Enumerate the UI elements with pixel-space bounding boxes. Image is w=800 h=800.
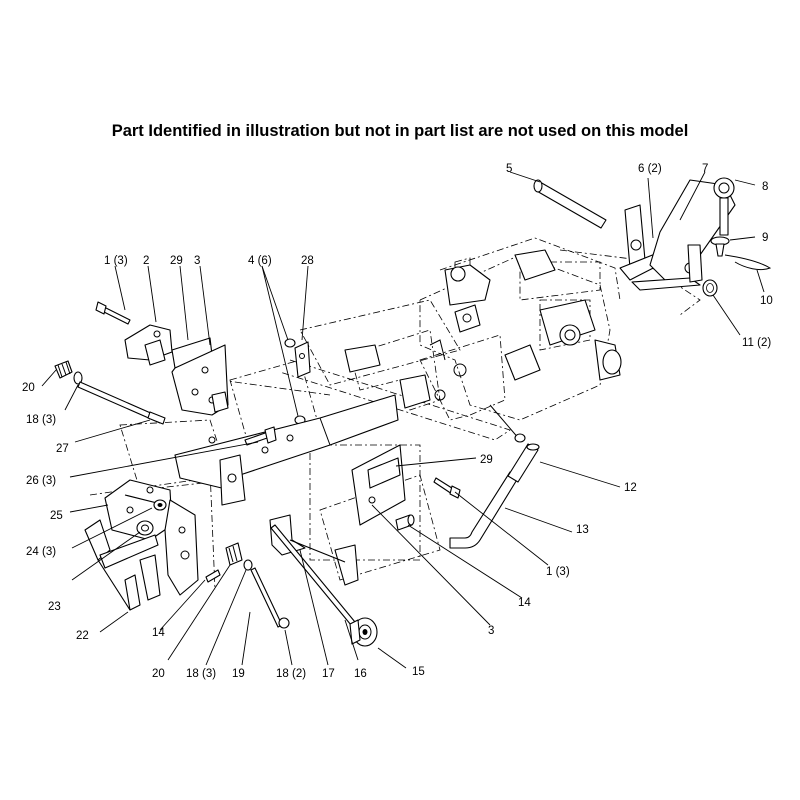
part-14-pin-right bbox=[395, 514, 415, 531]
part-12-grip bbox=[507, 443, 540, 483]
callout-4: 4 (6) bbox=[248, 255, 272, 267]
callout-13: 13 bbox=[576, 524, 589, 536]
callout-17: 17 bbox=[322, 668, 335, 680]
callout-20-left: 20 bbox=[22, 382, 35, 394]
part-3-side-plate-top bbox=[171, 344, 229, 416]
callout-26: 26 (3) bbox=[26, 475, 56, 487]
callout-3-bottom: 3 bbox=[488, 625, 494, 637]
callout-24: 24 (3) bbox=[26, 546, 56, 558]
callout-3-top: 3 bbox=[194, 255, 200, 267]
callout-18-bottom: 18 (3) bbox=[186, 668, 216, 680]
callout-27: 27 bbox=[56, 443, 69, 455]
callout-10: 10 bbox=[760, 295, 773, 307]
transmission-housing bbox=[344, 249, 622, 443]
part-8-eye-bolt bbox=[713, 177, 735, 236]
part-28-clip bbox=[294, 341, 311, 378]
callout-1-top: 1 (3) bbox=[104, 255, 128, 267]
part-27-rod bbox=[77, 381, 166, 425]
part-1-bolt-right bbox=[433, 477, 461, 499]
callout-5: 5 bbox=[506, 163, 512, 175]
callout-2: 2 bbox=[143, 255, 149, 267]
callout-8: 8 bbox=[762, 181, 768, 193]
callout-12: 12 bbox=[624, 482, 637, 494]
callout-29-right: 29 bbox=[480, 454, 493, 466]
callout-7: 7 bbox=[702, 163, 708, 175]
leader-lines bbox=[41, 171, 765, 669]
part-15-wheel bbox=[349, 617, 378, 647]
part-22-lift-bracket bbox=[84, 519, 161, 611]
callout-25: 25 bbox=[50, 510, 63, 522]
callout-18-end: 18 (2) bbox=[276, 668, 306, 680]
part-26-bolt bbox=[244, 426, 277, 446]
frame-channel bbox=[174, 394, 399, 506]
part-5-pin bbox=[533, 179, 607, 229]
callout-14-left: 14 bbox=[152, 627, 165, 639]
part-19-rod bbox=[250, 567, 283, 628]
callout-20-bottom: 20 bbox=[152, 668, 165, 680]
callout-1-right: 1 (3) bbox=[546, 566, 570, 578]
callout-28: 28 bbox=[301, 255, 314, 267]
part-13-handle bbox=[449, 471, 519, 549]
callout-29-top: 29 bbox=[170, 255, 183, 267]
part-11-ring bbox=[702, 279, 718, 297]
part-23-disc bbox=[136, 520, 154, 536]
part-9-washer bbox=[710, 236, 730, 257]
callout-19: 19 bbox=[232, 668, 245, 680]
part-10-hairpin-clip bbox=[724, 254, 772, 271]
callout-9: 9 bbox=[762, 232, 768, 244]
callout-16: 16 bbox=[354, 668, 367, 680]
part-18-washer-bottom bbox=[243, 559, 253, 571]
part-18-washer-end bbox=[278, 617, 290, 629]
callout-11: 11 (2) bbox=[742, 337, 771, 349]
callout-labels: 5 6 (2) 7 8 9 10 11 (2) 1 (3) 2 29 3 4 (… bbox=[22, 163, 773, 680]
part-20-spring-left bbox=[54, 360, 73, 379]
part-3-side-plate-right bbox=[351, 444, 406, 526]
part-24-nut bbox=[153, 499, 167, 511]
callout-14-right: 14 bbox=[518, 597, 531, 609]
part-14-pin-left bbox=[205, 569, 221, 583]
callout-15: 15 bbox=[412, 666, 425, 678]
part-4-nuts bbox=[284, 338, 306, 425]
callout-18-left: 18 (3) bbox=[26, 414, 56, 426]
part-25-bracket bbox=[104, 479, 199, 596]
part-17-bracket bbox=[269, 514, 359, 586]
callout-23: 23 bbox=[48, 601, 61, 613]
callout-6: 6 (2) bbox=[638, 163, 662, 175]
callout-22: 22 bbox=[76, 630, 89, 642]
part-18-washer-left bbox=[73, 371, 83, 385]
part-29-plate-right bbox=[367, 457, 401, 489]
part-7-hitch-plate bbox=[631, 179, 736, 291]
part-20-spring-bottom bbox=[225, 542, 243, 566]
part-2-bracket bbox=[124, 324, 173, 366]
diagram-title: Part Identified in illustration but not … bbox=[111, 122, 689, 140]
part-1-bolt-top bbox=[95, 301, 131, 325]
